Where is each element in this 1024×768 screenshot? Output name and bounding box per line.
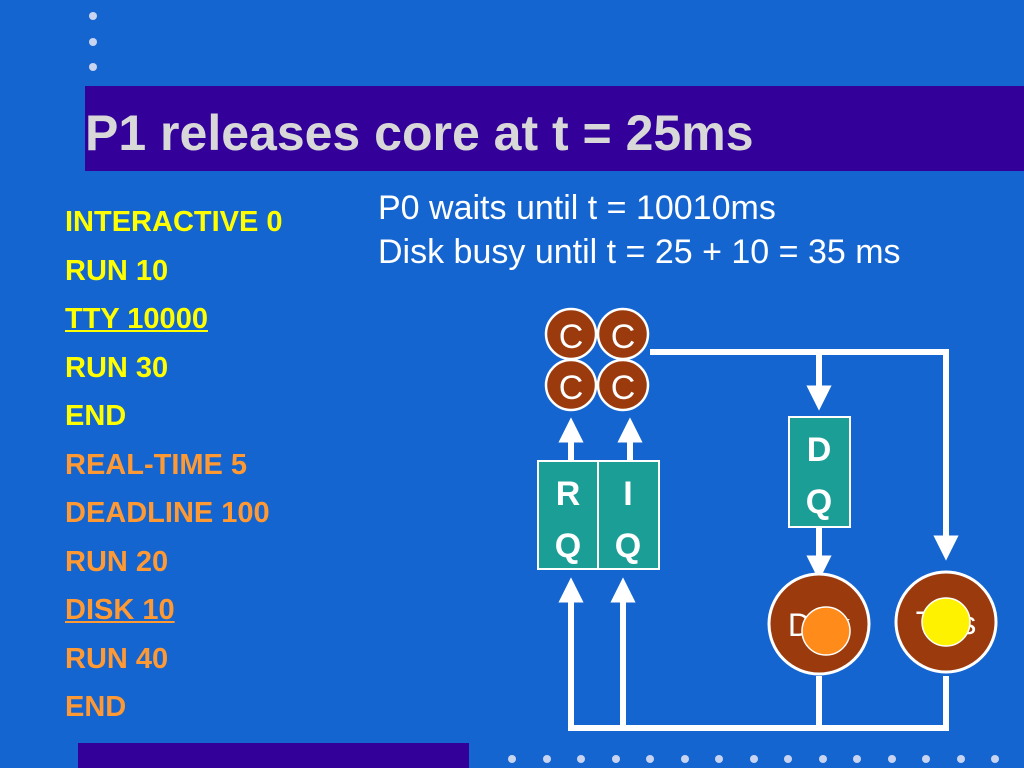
- core-label: C: [559, 369, 584, 407]
- decor-dot: [715, 755, 723, 763]
- disk-queue: D Q: [788, 416, 851, 528]
- cpu-cores: C C C C: [544, 307, 650, 412]
- core-label: C: [611, 369, 636, 407]
- decor-dot: [508, 755, 516, 763]
- core-2: C: [596, 307, 650, 361]
- program-listing: INTERACTIVE 0 RUN 10 TTY 10000 RUN 30 EN…: [65, 198, 283, 732]
- decor-dot: [922, 755, 930, 763]
- rq-label-r: R: [556, 475, 581, 513]
- iq-label-q: Q: [615, 527, 641, 565]
- program-line: TTY 10000: [65, 303, 208, 335]
- disk-process-token: [801, 606, 851, 656]
- bottom-bar: [78, 743, 469, 768]
- decor-dot: [89, 63, 97, 71]
- core-4: C: [596, 358, 650, 412]
- interactive-queue: I Q: [597, 460, 660, 570]
- program-line: RUN 20: [65, 545, 169, 578]
- return-wire-rq: [558, 577, 949, 731]
- iq-label-i: I: [623, 475, 632, 513]
- status-info: P0 waits until t = 10010ms Disk busy unt…: [378, 186, 901, 274]
- return-wire-iq: [610, 577, 822, 731]
- core-label: C: [559, 318, 584, 356]
- decor-dot: [957, 755, 965, 763]
- decor-dot: [819, 755, 827, 763]
- decor-dot: [89, 38, 97, 46]
- decor-dot: [543, 755, 551, 763]
- decor-dot: [577, 755, 585, 763]
- ready-queue: R Q: [537, 460, 599, 570]
- rq-label-q: Q: [555, 527, 581, 565]
- core-3: C: [544, 358, 598, 412]
- program-line: REAL-TIME 5: [65, 448, 248, 481]
- program-line: INTERACTIVE 0: [65, 206, 283, 238]
- program-line: END: [65, 691, 127, 723]
- cpu-to-ttys-wire: [650, 349, 959, 561]
- decor-dot: [888, 755, 896, 763]
- decor-dot: [853, 755, 861, 763]
- program-line: RUN 30: [65, 351, 169, 384]
- decor-dot: [681, 755, 689, 763]
- decor-dot: [784, 755, 792, 763]
- ttys-device: Ttys: [894, 570, 998, 674]
- core-1: C: [544, 307, 598, 361]
- program-line: RUN 10: [65, 254, 169, 287]
- disk-device: Disk: [767, 572, 871, 676]
- program-line: DEADLINE 100: [65, 497, 270, 529]
- decor-dot: [991, 755, 999, 763]
- dq-label-d: D: [807, 431, 832, 469]
- program-line: END: [65, 400, 127, 432]
- info-line-p0-wait: P0 waits until t = 10010ms: [378, 189, 776, 227]
- program-line: RUN 40: [65, 642, 169, 675]
- title-bar: [85, 86, 1024, 171]
- dq-label-q: Q: [806, 483, 832, 521]
- core-label: C: [611, 318, 636, 356]
- decor-dot: [89, 12, 97, 20]
- tty-process-token: [921, 597, 971, 647]
- slide-title: P1 releases core at t = 25ms: [85, 105, 754, 161]
- decor-dot: [612, 755, 620, 763]
- decor-dot: [750, 755, 758, 763]
- program-line: DISK 10: [65, 594, 175, 626]
- info-line-disk-busy: Disk busy until t = 25 + 10 = 35 ms: [378, 233, 901, 271]
- decor-dot: [646, 755, 654, 763]
